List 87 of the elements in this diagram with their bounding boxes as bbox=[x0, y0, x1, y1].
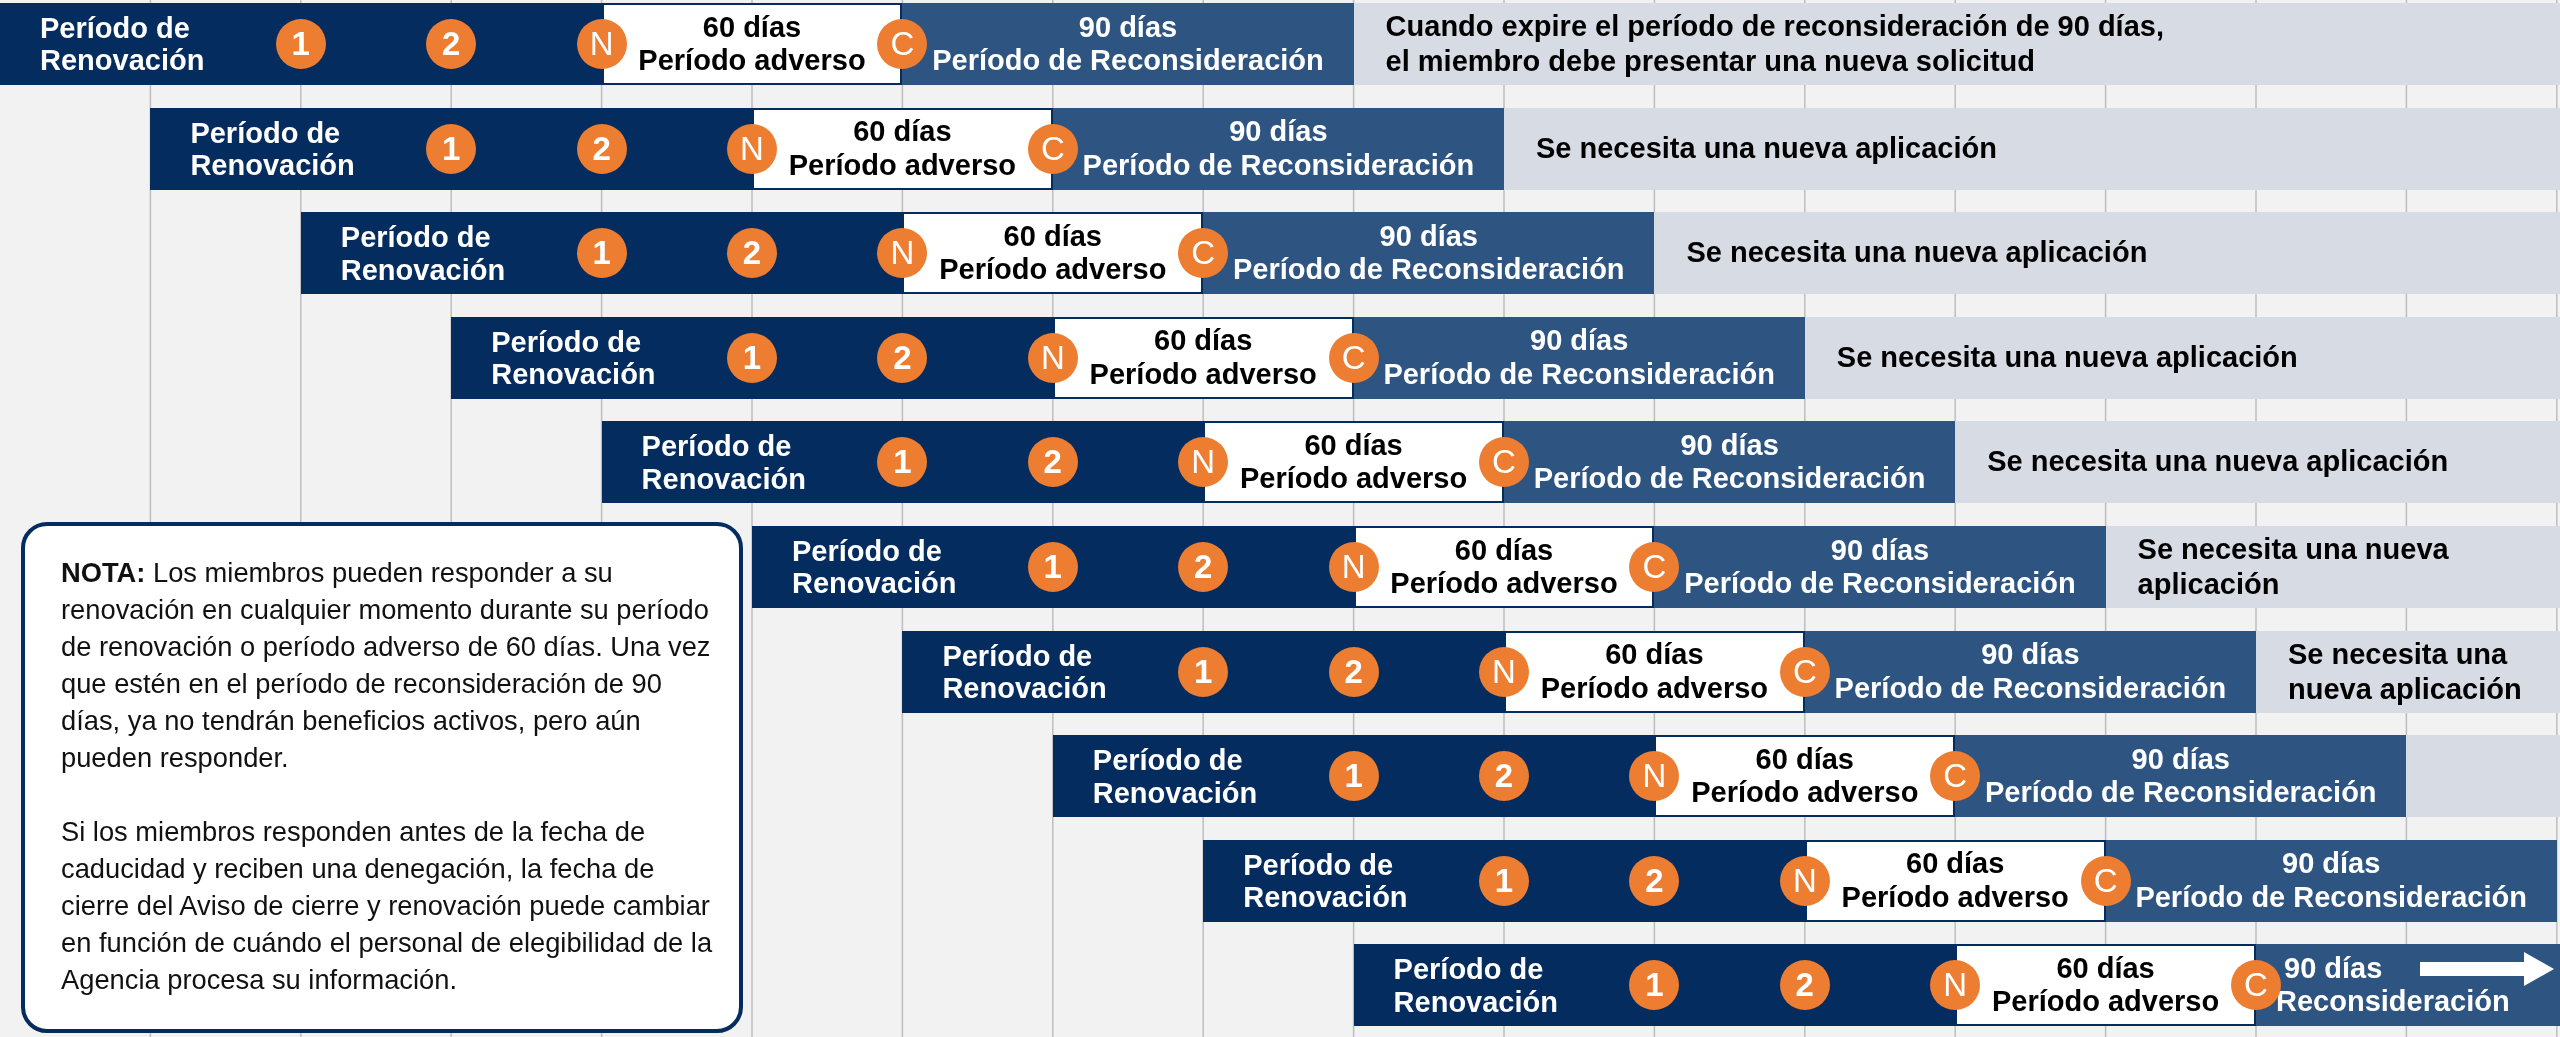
instruction-text: Se necesita una nueva aplicación bbox=[1987, 444, 2449, 480]
step-circle: 2 bbox=[1629, 855, 1680, 906]
instruction-text: Cuando expire el período de reconsideración de 90 días, el miembro debe presentar una nueva solicitud bbox=[1385, 8, 2165, 79]
period-label: Período adverso bbox=[939, 253, 1167, 287]
duration-label: 60 días bbox=[1454, 533, 1554, 567]
duration-label: 60 días bbox=[853, 115, 952, 149]
period-label: Período de Renovación bbox=[340, 220, 507, 286]
step-circle: 1 bbox=[727, 332, 777, 383]
period-label: Período de Renovación bbox=[190, 116, 356, 182]
step-circle: 2 bbox=[877, 332, 928, 383]
period-label: Período de Renovación bbox=[40, 11, 206, 77]
step-circle: 1 bbox=[877, 437, 928, 488]
duration-label: 60 días bbox=[1906, 847, 2005, 881]
period-label: Período adverso bbox=[1239, 462, 1468, 496]
note-text: Si los miembros responden antes de la fecha de caducidad y reciben una denegación, la fecha de cierre del Aviso de cierre y renovación puede cambiar en función de cuándo el personal de elegibilidad de la Agencia procesa su información. bbox=[61, 815, 714, 997]
step-circle: 1 bbox=[1629, 960, 1680, 1011]
duration-label: 90 días bbox=[1229, 115, 1328, 149]
duration-label: 90 días bbox=[2284, 952, 2383, 986]
note-box bbox=[21, 522, 743, 1033]
duration-label: 60 días bbox=[2056, 952, 2155, 986]
period-label: Período adverso bbox=[1089, 357, 1317, 392]
period-label: Período de Reconsideración bbox=[1984, 776, 2377, 810]
step-circle: 1 bbox=[1328, 751, 1379, 802]
duration-label: 60 días bbox=[1154, 324, 1253, 358]
instruction-text: Se necesita una nueva aplicación bbox=[1686, 235, 2148, 271]
step-circle: 2 bbox=[1178, 542, 1229, 592]
new-application-bar bbox=[2406, 735, 2560, 818]
duration-label: 60 días bbox=[702, 10, 802, 44]
duration-label: 90 días bbox=[2131, 742, 2230, 777]
period-label: Período adverso bbox=[1841, 880, 2069, 915]
step-circle: 1 bbox=[1027, 542, 1078, 592]
period-label: Período de Reconsideración bbox=[1684, 567, 2076, 601]
period-label: Período de Reconsideración bbox=[1232, 253, 1625, 287]
duration-label: 90 días bbox=[1530, 324, 1629, 358]
period-label: Período de Reconsideración bbox=[1082, 148, 1475, 182]
step-circle: 2 bbox=[426, 19, 477, 69]
new-application-bar bbox=[1955, 421, 2560, 504]
period-label: Período adverso bbox=[1540, 671, 1768, 705]
duration-label: 90 días bbox=[1379, 219, 1478, 254]
duration-label: 90 días bbox=[2282, 847, 2381, 881]
instruction-text: Se necesita una nueva aplicación bbox=[2288, 636, 2523, 707]
new-application-bar bbox=[1804, 316, 2560, 399]
period-label: Período adverso bbox=[788, 148, 1016, 182]
step-circle: 1 bbox=[275, 19, 326, 69]
duration-label: 90 días bbox=[1680, 429, 1779, 463]
new-application-bar bbox=[1504, 107, 2560, 190]
period-label: Período de Renovación bbox=[491, 325, 657, 391]
period-label: Período adverso bbox=[1691, 776, 1919, 810]
step-circle: 2 bbox=[727, 228, 777, 279]
instruction-text: Se necesita una nueva aplicación bbox=[1536, 130, 1997, 166]
note-text: NOTA: Los miembros pueden responder a su renovación en cualquier momento durante su período de renovación o período adverso de 60 días. Una vez que estén en el período de reconsideración de 90 días, ya no tendrán beneficios activos, pero aún pueden responder. bbox=[61, 556, 712, 775]
duration-label: 60 días bbox=[1003, 219, 1102, 254]
period-label: Período de Reconsideración bbox=[932, 44, 1324, 78]
period-label: Período de Reconsideración bbox=[1383, 357, 1775, 392]
duration-label: 60 días bbox=[1605, 638, 1704, 672]
step-circle: 2 bbox=[1779, 960, 1830, 1011]
period-label: Período de Renovación bbox=[792, 534, 958, 600]
step-circle: 2 bbox=[1479, 751, 1529, 802]
step-circle: 2 bbox=[576, 123, 627, 174]
step-circle: 2 bbox=[1027, 437, 1078, 488]
new-application-bar bbox=[2256, 630, 2560, 713]
new-application-bar bbox=[1353, 3, 2560, 85]
period-label: Período adverso bbox=[1991, 985, 2220, 1019]
duration-label: 90 días bbox=[1078, 10, 1178, 44]
period-label: Período de Renovación bbox=[641, 429, 807, 495]
new-application-bar bbox=[1654, 212, 2560, 295]
period-label: Período de Renovación bbox=[942, 639, 1108, 705]
period-label: Período de Renovación bbox=[1393, 952, 1559, 1018]
period-label: Período adverso bbox=[1390, 567, 1618, 601]
duration-label: 90 días bbox=[1981, 638, 2080, 672]
duration-label: 60 días bbox=[1755, 742, 1854, 777]
period-label: Período adverso bbox=[638, 44, 866, 78]
step-circle: 1 bbox=[426, 123, 477, 174]
period-label: Período de Reconsideración bbox=[1834, 671, 2227, 705]
new-application-bar bbox=[2105, 526, 2560, 608]
step-circle: 1 bbox=[1479, 855, 1529, 906]
duration-label: 60 días bbox=[1304, 429, 1403, 463]
instruction-text: Se necesita una nueva aplicación bbox=[2137, 531, 2450, 602]
step-circle: 1 bbox=[1178, 646, 1229, 697]
duration-label: 90 días bbox=[1830, 533, 1930, 567]
period-label: Período de Renovación bbox=[1092, 743, 1259, 809]
period-label: Período de Reconsideración bbox=[1533, 462, 1926, 496]
step-circle: 2 bbox=[1328, 646, 1379, 697]
period-label: Período de Renovación bbox=[1243, 848, 1409, 914]
step-circle: 1 bbox=[576, 228, 627, 279]
period-label: Período de Reconsideración bbox=[2135, 880, 2527, 915]
instruction-text: Se necesita una nueva aplicación bbox=[1836, 340, 2298, 376]
